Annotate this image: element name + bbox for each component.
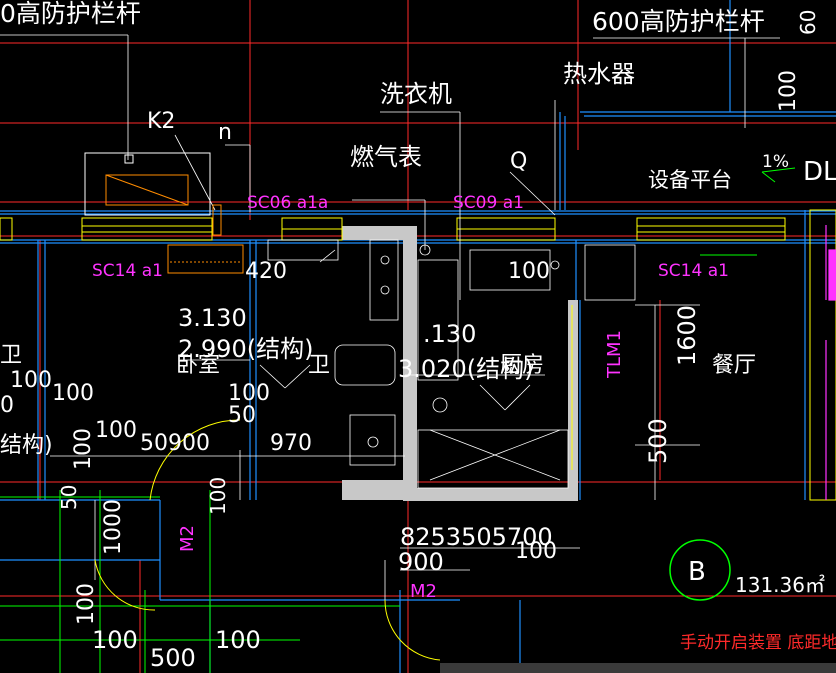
dim-8253505700: 8253505700 xyxy=(400,523,553,551)
dim-100-a: 100 xyxy=(10,368,52,393)
elev-b2: 3.020(结构) xyxy=(398,355,533,383)
room-bedroom: 卧室 xyxy=(176,353,220,378)
dim-100-d: 100 xyxy=(95,418,137,443)
label-k2: K2 xyxy=(147,109,175,134)
label-area: 131.36㎡ xyxy=(735,573,825,597)
label-m2-left: M2 xyxy=(177,525,198,552)
dim-100-c: 100 xyxy=(228,381,270,406)
room-kitchen: 厨房 xyxy=(500,353,544,378)
label-water-heater: 热水器 xyxy=(563,60,635,88)
dim-100-bottom: 100 xyxy=(515,539,557,564)
dim-50-v: 50 xyxy=(57,485,81,510)
room-dining: 餐厅 xyxy=(712,353,756,378)
label-wei-left: 卫 xyxy=(0,343,22,368)
label-tlm1: TLM1 xyxy=(604,330,625,379)
label-q: Q xyxy=(510,149,527,174)
fixtures xyxy=(267,239,636,489)
label-n: n xyxy=(218,120,232,145)
label-slope: 1% xyxy=(762,152,789,172)
label-gas-meter: 燃气表 xyxy=(350,143,422,171)
dim-100-door: 100 xyxy=(206,477,230,515)
grid-b-label: B xyxy=(688,557,706,587)
dim-0-left: 0 xyxy=(0,393,14,418)
ac-unit xyxy=(84,152,244,274)
label-platform: 设备平台 xyxy=(648,168,732,192)
label-railing-top-right: 600高防护栏杆 xyxy=(592,7,765,36)
bottom-panel xyxy=(440,663,836,673)
label-m2-bottom: M2 xyxy=(410,581,437,602)
grid-bubble-b xyxy=(669,539,731,601)
magenta-marks xyxy=(825,225,836,500)
label-manual-device: 手动开启装置 底距地 xyxy=(680,633,836,653)
kitchen-walls xyxy=(342,226,578,501)
dim-1600: 1600 xyxy=(673,305,701,366)
dim-100-v-left: 100 xyxy=(71,428,96,470)
dim-500-v: 500 xyxy=(644,418,672,464)
dim-970: 970 xyxy=(270,431,312,456)
dim-100-bl: 100 xyxy=(92,626,138,654)
elev-a2: 2.990(结构) xyxy=(178,335,313,363)
label-washer: 洗衣机 xyxy=(380,80,452,108)
dim-100-v-bottom: 100 xyxy=(74,583,99,625)
dim-500-bl: 500 xyxy=(150,644,196,672)
label-dl: DL xyxy=(803,157,836,187)
dim-100-br: 100 xyxy=(215,626,261,654)
leader-lines xyxy=(0,34,780,600)
dim-900: 900 xyxy=(398,548,444,576)
window-blocks xyxy=(0,209,836,501)
label-sc14-right: SC14 a1 xyxy=(658,261,729,281)
green-lines xyxy=(0,167,796,673)
dim-50900: 50900 xyxy=(140,431,210,456)
label-sc06: SC06 a1a xyxy=(247,193,328,213)
label-sc14-left: SC14 a1 xyxy=(92,261,163,281)
dim-50-mid: 50 xyxy=(228,403,256,428)
elev-b1: .130 xyxy=(423,320,476,348)
label-jiegou-left: 结构) xyxy=(0,433,53,458)
dim-420: 420 xyxy=(245,259,287,284)
door-swings xyxy=(94,419,441,661)
label-railing-top-right-dim: 60 xyxy=(796,10,820,35)
room-bathroom: 卫 xyxy=(308,353,330,378)
dim-100-kitchen: 100 xyxy=(508,259,550,284)
dim-1000-v: 1000 xyxy=(101,499,126,555)
label-railing-top-left: 0高防护栏杆 xyxy=(0,0,141,28)
dim-100-b: 100 xyxy=(52,381,94,406)
label-sc09: SC09 a1 xyxy=(453,193,524,213)
label-dim-100-vertical: 100 xyxy=(776,70,801,112)
elev-a1: 3.130 xyxy=(178,304,247,332)
